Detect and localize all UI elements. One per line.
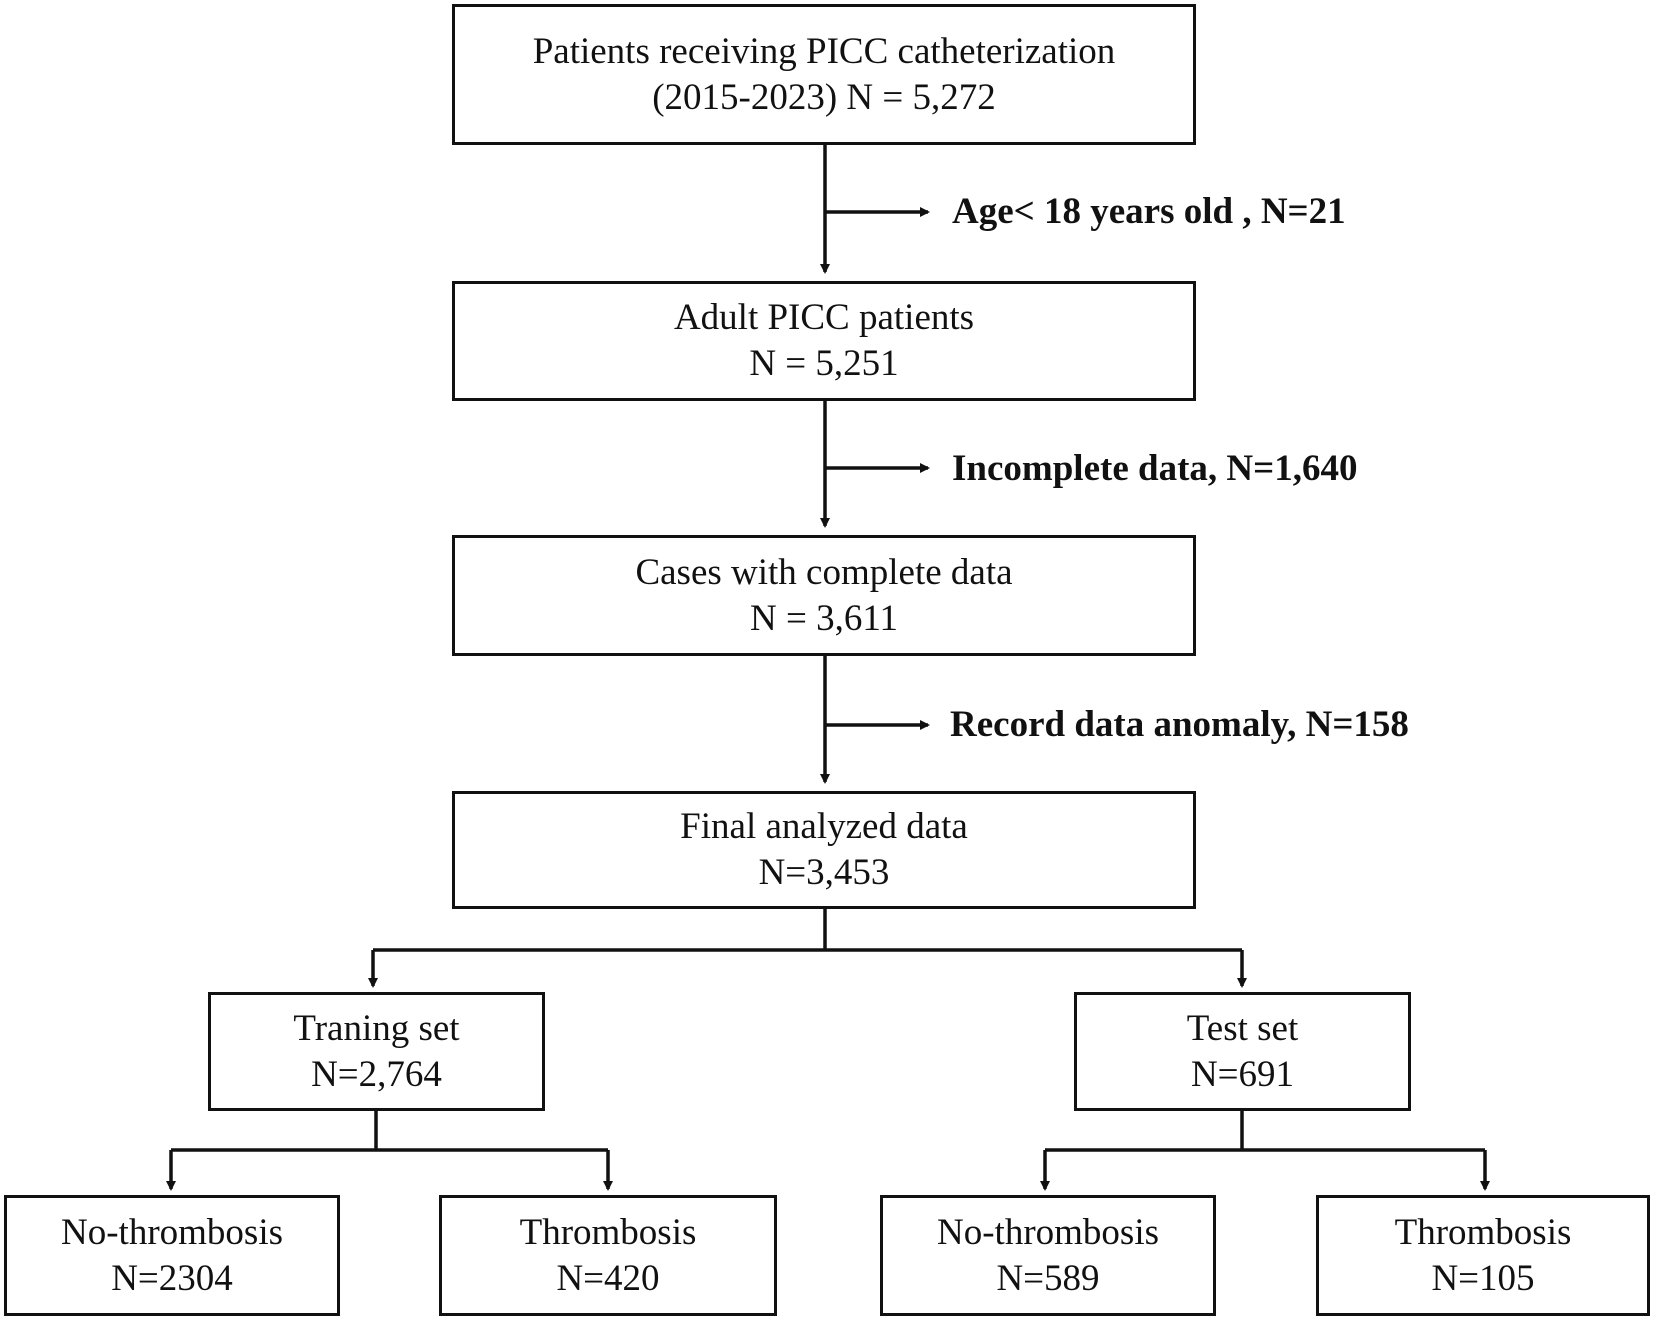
patients-box-title: Patients receiving PICC catheterization: [532, 30, 1116, 72]
test-set-count: N=691: [1190, 1053, 1295, 1095]
test-thrombosis-title: Thrombosis: [1394, 1211, 1572, 1253]
final-box: Final analyzed data N=3,453: [452, 791, 1196, 909]
train-thrombosis-count: N=420: [556, 1257, 660, 1299]
training-set-box: Traning set N=2,764: [208, 992, 545, 1111]
anomaly-exclusion-label: Record data anomaly, N=158: [950, 704, 1409, 745]
complete-box-title: Cases with complete data: [635, 551, 1013, 593]
test-thrombosis-box: Thrombosis N=105: [1316, 1195, 1650, 1316]
adult-box-count: N = 5,251: [749, 343, 899, 384]
final-box-title: Final analyzed data: [680, 806, 968, 847]
training-set-count: N=2,764: [311, 1053, 442, 1095]
test-thrombosis-count: N=105: [1431, 1257, 1535, 1299]
complete-box-count: N = 3,611: [750, 597, 898, 639]
age-exclusion-label: Age< 18 years old , N=21: [952, 191, 1346, 232]
patients-box: Patients receiving PICC catheterization …: [452, 4, 1196, 145]
adult-box-title: Adult PICC patients: [673, 297, 975, 338]
test-set-title: Test set: [1186, 1007, 1299, 1049]
train-thrombosis-box: Thrombosis N=420: [439, 1195, 777, 1316]
train-no-thrombosis-count: N=2304: [111, 1257, 233, 1299]
patients-box-count: (2015-2023) N = 5,272: [652, 76, 996, 118]
test-set-box: Test set N=691: [1074, 992, 1411, 1111]
train-no-thrombosis-title: No-thrombosis: [61, 1211, 283, 1253]
train-no-thrombosis-box: No-thrombosis N=2304: [4, 1195, 340, 1316]
training-set-title: Traning set: [293, 1007, 460, 1049]
adult-box: Adult PICC patients N = 5,251: [452, 281, 1196, 401]
test-no-thrombosis-title: No-thrombosis: [937, 1211, 1159, 1253]
train-thrombosis-title: Thrombosis: [519, 1211, 697, 1253]
final-box-count: N=3,453: [758, 852, 890, 893]
incomplete-exclusion-label: Incomplete data, N=1,640: [952, 448, 1358, 489]
complete-box: Cases with complete data N = 3,611: [452, 535, 1196, 656]
test-no-thrombosis-count: N=589: [996, 1257, 1100, 1299]
test-no-thrombosis-box: No-thrombosis N=589: [880, 1195, 1216, 1316]
